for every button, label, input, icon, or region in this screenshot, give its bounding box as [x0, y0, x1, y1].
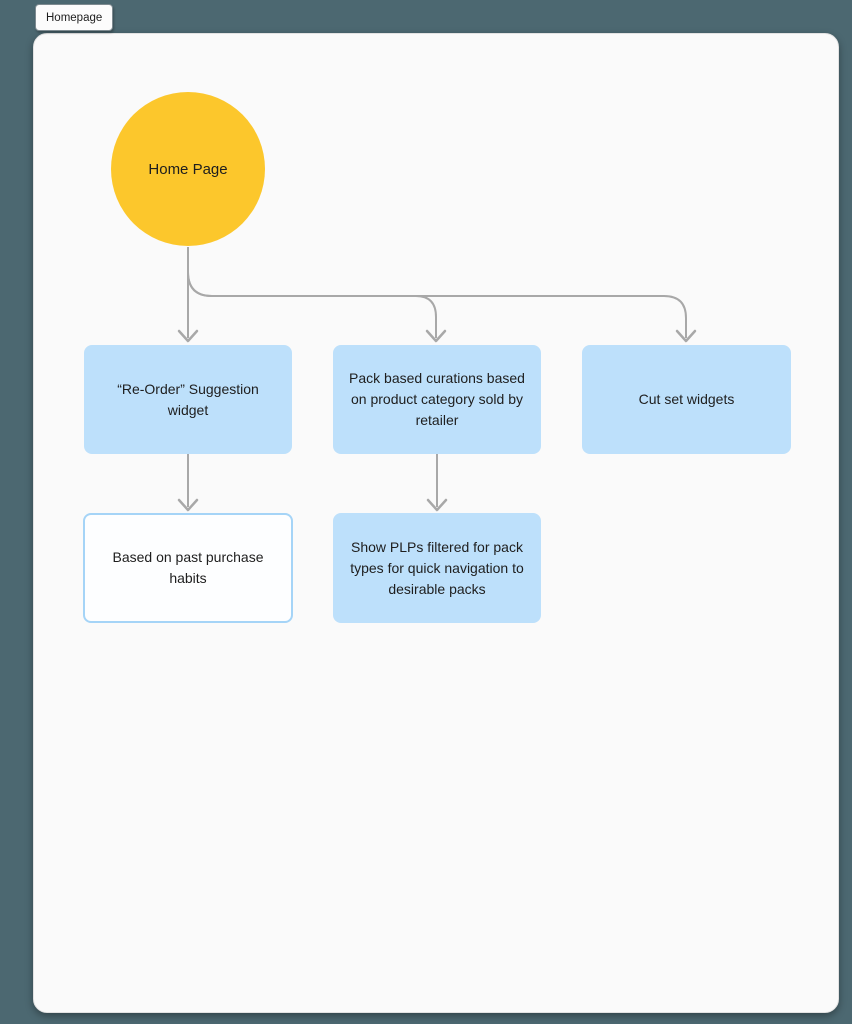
node-home-page[interactable]: Home Page	[111, 92, 265, 246]
node-reorder-suggestion-widget-label: “Re-Order” Suggestion widget	[117, 380, 259, 418]
node-show-plps-filtered[interactable]: Show PLPs filtered for pack types for qu…	[333, 513, 541, 623]
node-show-plps-filtered-label: Show PLPs filtered for pack types for qu…	[350, 538, 524, 597]
node-pack-based-curations[interactable]: Pack based curations based on product ca…	[333, 345, 541, 454]
arrowhead-reorder	[177, 329, 199, 343]
node-home-page-label: Home Page	[148, 160, 228, 178]
node-reorder-suggestion-widget[interactable]: “Re-Order” Suggestion widget	[84, 345, 292, 454]
node-based-on-past-purchase[interactable]: Based on past purchase habits	[83, 513, 293, 623]
arrowhead-past-purchase	[177, 498, 199, 512]
diagram-canvas[interactable]: Home Page “Re-Order” Suggestion widget P…	[33, 33, 839, 1013]
arrowhead-pack-curations	[425, 329, 447, 343]
edge-home-to-cut-set	[187, 247, 687, 338]
node-cut-set-widgets[interactable]: Cut set widgets	[582, 345, 791, 454]
edge-home-to-pack-curations	[187, 247, 437, 338]
arrowhead-show-plps	[426, 498, 448, 512]
node-pack-based-curations-label: Pack based curations based on product ca…	[349, 370, 525, 428]
node-based-on-past-purchase-label: Based on past purchase habits	[112, 549, 264, 586]
page-tab-homepage[interactable]: Homepage	[35, 4, 114, 31]
node-cut-set-widgets-label: Cut set widgets	[638, 391, 735, 407]
arrowhead-cut-set	[675, 329, 697, 343]
